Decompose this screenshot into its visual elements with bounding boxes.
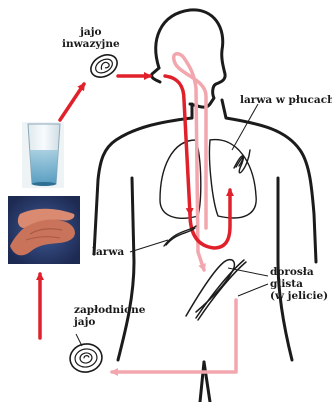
- label-zaplodnione-jajo: zapłodnione jajo: [74, 304, 145, 328]
- washing-hands-image: [8, 196, 80, 264]
- label-line: zapłodnione: [74, 304, 145, 316]
- worm-icon: [164, 226, 196, 246]
- label-larwa-w-plucach: larwa w płucach: [240, 94, 332, 106]
- lungs: [160, 140, 256, 219]
- label-line: (w jelicie): [270, 290, 328, 302]
- label-larwa: larwa: [92, 246, 124, 258]
- label-dorosla-glista: dorosła glista (w jelicie): [270, 266, 328, 302]
- glass-of-water-image: [22, 122, 64, 188]
- label-line: dorosła: [270, 266, 328, 278]
- label-line: glista: [270, 278, 328, 290]
- label-jajo-inwazyjne: jajo inwazyjne: [62, 26, 120, 50]
- label-line: jajo: [74, 316, 145, 328]
- egg-icon: [87, 50, 121, 81]
- label-line: inwazyjne: [62, 38, 120, 50]
- egg-icon: [68, 341, 104, 374]
- label-line: jajo: [62, 26, 120, 38]
